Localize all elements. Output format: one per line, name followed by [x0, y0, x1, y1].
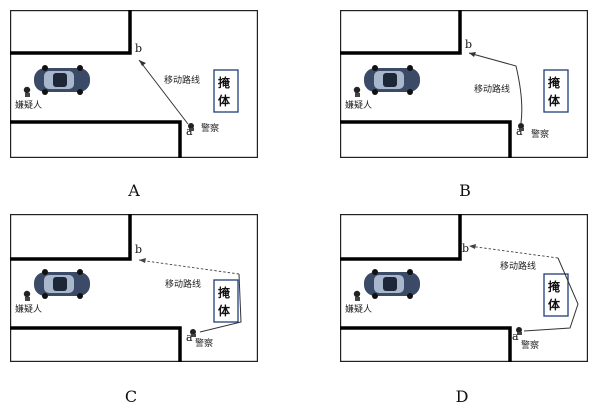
police-label: 警察 [195, 337, 213, 349]
caption-d: D [455, 387, 469, 406]
caption-c: C [124, 387, 138, 406]
cover-box [543, 273, 569, 317]
cover-text-2: 体 [218, 303, 231, 318]
scene-a: 嫌疑人 掩 体 移动路线 b a 警察 [10, 10, 258, 158]
suspect-label: 嫌疑人 [345, 99, 372, 111]
point-a-label: a [516, 125, 523, 138]
route-arrowhead [139, 258, 146, 263]
police-label: 警察 [521, 339, 539, 351]
police-person-icon [516, 327, 522, 335]
suspect-label: 嫌疑人 [15, 303, 42, 315]
police-person-icon [518, 123, 524, 131]
suspect-label: 嫌疑人 [15, 99, 42, 111]
cover-text-2: 体 [548, 297, 561, 312]
suspect-label: 嫌疑人 [345, 303, 372, 315]
point-a-label: a [186, 125, 193, 138]
lower-wall [340, 326, 512, 362]
upper-wall [340, 10, 462, 55]
lower-wall [340, 120, 512, 158]
cover-box [543, 69, 569, 113]
suspect-person-icon [23, 86, 31, 97]
route-arrowhead [469, 52, 476, 57]
caption-b: B [459, 181, 471, 200]
lower-wall [10, 120, 182, 158]
route-line-solid [199, 273, 242, 333]
police-person-icon [188, 123, 194, 131]
route-label: 移动路线 [500, 260, 536, 272]
cover-text-1: 掩 [218, 285, 231, 300]
scene-b: 嫌疑人 掩 体 移动路线 b a 警察 [340, 10, 588, 158]
police-label: 警察 [531, 128, 549, 140]
upper-wall [10, 10, 132, 55]
caption-a: A [128, 181, 140, 200]
suspect-person-icon [23, 290, 31, 301]
upper-wall [340, 214, 462, 261]
panel-c: 嫌疑人 掩 体 移动路线 b a 警察 [10, 214, 258, 362]
panel-a: 嫌疑人 掩 体 移动路线 b a 警察 [10, 10, 258, 158]
route-line-solid [523, 257, 579, 332]
car-icon [364, 65, 420, 95]
police-label: 警察 [201, 122, 219, 134]
route-line [138, 59, 189, 125]
point-b-label: b [135, 42, 142, 55]
police-person-icon [190, 329, 196, 337]
scene-d: 嫌疑人 掩 体 移动路线 b a 警察 [340, 214, 588, 362]
cover-text-1: 掩 [548, 279, 561, 294]
cover-text-1: 掩 [218, 75, 231, 90]
route-arrowhead [139, 60, 146, 66]
upper-wall [10, 214, 132, 261]
scene-c: 嫌疑人 掩 体 移动路线 b a 警察 [10, 214, 258, 362]
point-b-label: b [135, 243, 142, 256]
cover-text-1: 掩 [548, 75, 561, 90]
suspect-person-icon [353, 290, 361, 301]
cover-text-2: 体 [218, 93, 231, 108]
route-line-dashed [138, 259, 240, 275]
car-icon [364, 269, 420, 299]
panel-b: 嫌疑人 掩 体 移动路线 b a 警察 [340, 10, 588, 158]
point-a-label: a [512, 330, 519, 343]
route-label: 移动路线 [474, 83, 510, 95]
panel-d: 嫌疑人 掩 体 移动路线 b a 警察 [340, 214, 588, 362]
point-b-label: b [462, 242, 469, 255]
route-label: 移动路线 [164, 74, 200, 86]
suspect-person-icon [353, 86, 361, 97]
lower-wall [10, 326, 182, 362]
point-b-label: b [465, 38, 472, 51]
car-icon [34, 65, 90, 95]
route-arrowhead [469, 244, 476, 249]
cover-box [213, 279, 239, 323]
route-line-dashed [468, 245, 559, 259]
route-line [468, 52, 523, 124]
cover-box [213, 69, 239, 113]
route-label: 移动路线 [165, 278, 201, 290]
point-a-label: a [186, 331, 193, 344]
car-icon [34, 269, 90, 299]
cover-text-2: 体 [548, 93, 561, 108]
